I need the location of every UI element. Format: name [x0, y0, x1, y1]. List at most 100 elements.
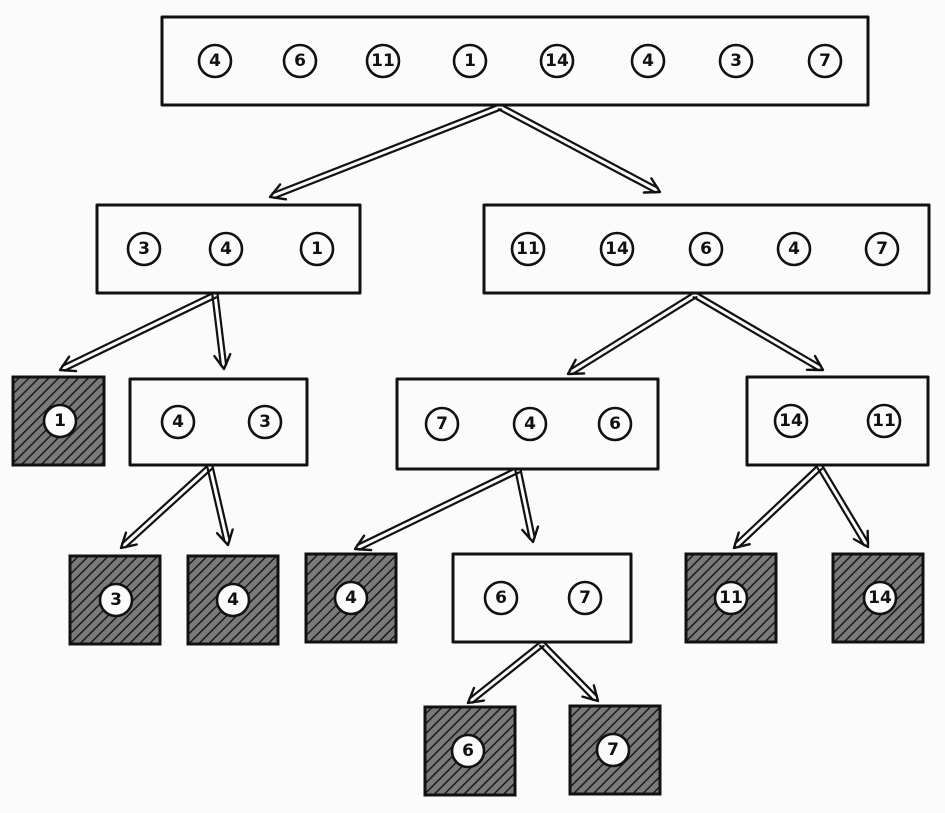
node-right-left: 7 4 6 [395, 377, 660, 471]
arrow-rl-mid67 [514, 468, 540, 544]
number-circle [567, 580, 603, 616]
number-circle [807, 43, 843, 79]
number-label: 7 [819, 51, 831, 71]
number-circle [98, 582, 134, 618]
node-leaf-7: 7 [568, 704, 662, 796]
node-leaf-3: 3 [68, 554, 162, 646]
number-label: 11 [872, 411, 896, 431]
node-left: 3 4 1 [95, 203, 362, 295]
number-label: 14 [779, 411, 803, 431]
number-label: 4 [345, 588, 357, 608]
number-label: 11 [371, 51, 395, 71]
number-label: 6 [609, 414, 621, 434]
number-label: 11 [719, 588, 743, 608]
node-leaf-6: 6 [423, 705, 517, 797]
arrowhead-icon [213, 352, 232, 371]
number-circle [713, 580, 749, 616]
arrowhead-icon [805, 354, 825, 372]
number-circle [247, 404, 283, 440]
number-circle [599, 231, 635, 267]
number-label: 3 [259, 412, 271, 432]
number-label: 4 [209, 51, 221, 71]
number-circle [160, 404, 196, 440]
arrowhead-icon [642, 177, 662, 194]
number-circle [450, 733, 486, 769]
number-circle [510, 231, 546, 267]
number-circle [197, 43, 233, 79]
number-circle [512, 406, 548, 442]
number-circle [424, 406, 460, 442]
number-label: 4 [642, 51, 654, 71]
arrow-mid-leaf6 [466, 640, 545, 705]
number-circle [776, 231, 812, 267]
arrows-layer [58, 103, 870, 705]
arrowhead-icon [521, 525, 540, 544]
arrowhead-icon [268, 183, 288, 201]
number-circle [688, 231, 724, 267]
number-label: 3 [730, 51, 742, 71]
number-circle [42, 403, 78, 439]
arrowhead-icon [466, 686, 486, 705]
arrow-rr-leaf11 [732, 464, 823, 550]
number-label: 1 [311, 239, 323, 259]
number-label: 6 [700, 239, 712, 259]
number-circle [299, 231, 335, 267]
arrowhead-icon [566, 358, 586, 376]
arrowhead-icon [58, 355, 78, 373]
number-label: 11 [516, 239, 540, 259]
number-label: 4 [524, 414, 536, 434]
arrow-left-leftright [211, 293, 232, 371]
number-circle [333, 580, 369, 616]
number-circle [483, 580, 519, 616]
number-circle [595, 732, 631, 768]
node-left-leaf: 1 [11, 375, 106, 467]
number-label: 4 [227, 590, 239, 610]
number-label: 6 [495, 588, 507, 608]
number-circle [282, 43, 318, 79]
number-label: 14 [545, 51, 569, 71]
number-label: 4 [788, 239, 800, 259]
arrow-root-right [497, 103, 662, 194]
number-label: 7 [607, 740, 619, 760]
number-circle [866, 403, 902, 439]
arrowhead-icon [732, 531, 751, 550]
arrow-lr-leaf3 [119, 463, 213, 550]
number-label: 6 [294, 51, 306, 71]
node-leaf-14: 14 [831, 552, 925, 644]
number-circle [126, 231, 162, 267]
node-right: 11 14 6 4 7 [482, 203, 931, 295]
number-label: 1 [464, 51, 476, 71]
number-label: 3 [138, 239, 150, 259]
number-label: 14 [605, 239, 629, 259]
arrow-lr-leaf4 [206, 465, 234, 547]
number-label: 14 [868, 588, 892, 608]
node-leaf-4a: 4 [186, 554, 280, 646]
number-label: 4 [172, 412, 184, 432]
number-circle [539, 43, 575, 79]
arrow-rr-leaf14 [816, 464, 870, 549]
number-circle [773, 403, 809, 439]
number-circle [862, 580, 898, 616]
node-right-right: 14 11 [745, 375, 930, 467]
node-leaf-4b: 4 [304, 552, 398, 644]
arrowhead-icon [353, 534, 373, 552]
number-label: 1 [54, 411, 66, 431]
number-label: 7 [579, 588, 591, 608]
number-circle [718, 43, 754, 79]
number-label: 6 [462, 741, 474, 761]
number-label: 7 [436, 414, 448, 434]
number-circle [365, 43, 401, 79]
number-circle [630, 43, 666, 79]
number-label: 4 [220, 239, 232, 259]
number-label: 7 [876, 239, 888, 259]
arrow-rl-leaf4 [353, 466, 521, 552]
arrow-left-leaf1 [58, 291, 218, 373]
leaf-box [68, 554, 162, 646]
partition-box [160, 15, 870, 107]
arrow-mid-leaf7 [539, 641, 600, 703]
